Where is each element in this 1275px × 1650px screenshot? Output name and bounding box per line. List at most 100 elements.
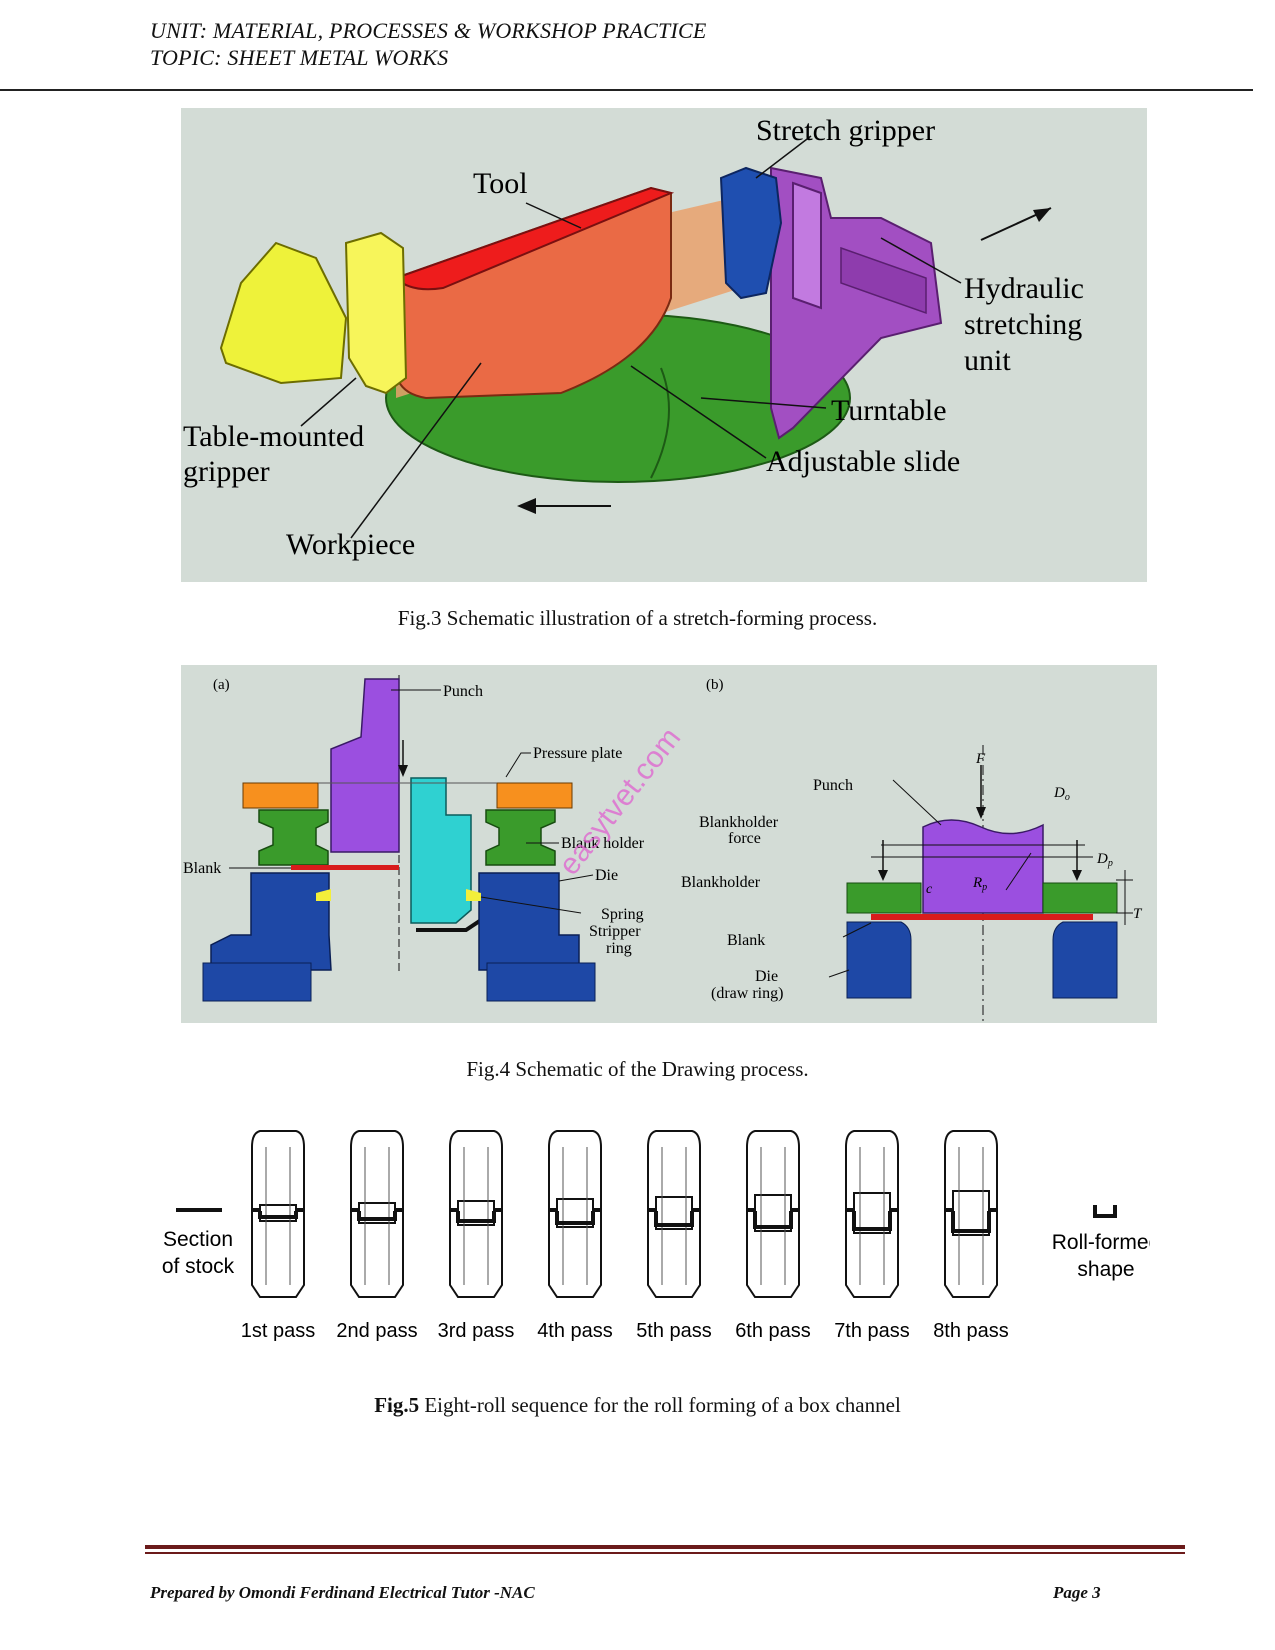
die-b-right bbox=[1052, 921, 1118, 999]
label-stripper: Stripper bbox=[589, 923, 641, 940]
workpiece-leader bbox=[350, 362, 482, 539]
label-blankholder-force-1: Blankholder bbox=[699, 814, 779, 831]
lower-roll-1 bbox=[251, 1210, 305, 1298]
label-Do: Do bbox=[1053, 785, 1070, 803]
stretch-direction-arrowhead bbox=[1033, 208, 1051, 222]
label-workpiece: Workpiece bbox=[286, 528, 415, 561]
label-Rp: Rp bbox=[972, 875, 987, 893]
hydraulic-unit-rail bbox=[840, 246, 927, 315]
fig4-caption: Fig.4 Schematic of the Drawing process. bbox=[466, 1057, 809, 1081]
blank-sheet-a bbox=[291, 865, 399, 870]
upper-roll-8 bbox=[944, 1130, 998, 1210]
pass-label-6: 6th pass bbox=[735, 1320, 811, 1342]
label-punch-b: Punch bbox=[813, 777, 853, 794]
die-b-left bbox=[846, 921, 912, 999]
fig3-caption: Fig.3 Schematic illustration of a stretc… bbox=[397, 606, 878, 630]
blankholder-force-arrowhead-right bbox=[1072, 870, 1082, 881]
stretch-gripper-leader bbox=[755, 135, 812, 179]
die-b-leader bbox=[828, 969, 850, 978]
roll-pass-5: 5th pass bbox=[636, 1130, 712, 1342]
blankholder-force-arrowhead-left bbox=[878, 870, 888, 881]
roll-pass-7: 7th pass bbox=[834, 1130, 910, 1342]
base-right bbox=[486, 962, 596, 1002]
punch-b bbox=[922, 819, 1044, 914]
label-F: F bbox=[975, 751, 986, 767]
strip-profile-6 bbox=[753, 1211, 793, 1229]
table-gripper-jaw bbox=[344, 231, 408, 395]
label-hydraulic-1: Hydraulic bbox=[964, 272, 1084, 305]
strip-profile-1 bbox=[258, 1211, 298, 1219]
hydraulic-leader bbox=[880, 237, 962, 284]
punch-a-left bbox=[330, 678, 400, 853]
header-unit: UNIT: MATERIAL, PROCESSES & WORKSHOP PRA… bbox=[150, 18, 707, 43]
footer-page-number: Page 3 bbox=[1053, 1583, 1101, 1602]
pass-label-4: 4th pass bbox=[537, 1320, 613, 1342]
label-T: T bbox=[1133, 906, 1143, 922]
roll-pass-6: 6th pass bbox=[735, 1130, 811, 1342]
strip-profile-5 bbox=[654, 1211, 694, 1227]
label-die-b-2: (draw ring) bbox=[711, 985, 783, 1002]
label-punch-a: Punch bbox=[443, 683, 483, 700]
blankholder-b-right bbox=[1042, 882, 1118, 914]
blank-sheet-b bbox=[871, 914, 1093, 920]
roll-pass-3: 3rd pass bbox=[438, 1130, 515, 1342]
pass-label-2: 2nd pass bbox=[336, 1320, 417, 1342]
fig5-caption-bold: Fig.5 bbox=[374, 1393, 420, 1417]
rotation-arrowhead bbox=[517, 498, 536, 514]
upper-roll-4 bbox=[548, 1130, 602, 1210]
label-roll-formed: Roll-formed bbox=[1052, 1231, 1150, 1254]
label-tool: Tool bbox=[473, 167, 528, 200]
roll-pass-2: 2nd pass bbox=[336, 1130, 418, 1342]
label-blankholder-force-2: force bbox=[728, 830, 761, 847]
label-hydraulic-2: stretching bbox=[964, 308, 1082, 341]
strip-profile-7 bbox=[852, 1211, 892, 1231]
pass-label-3: 3rd pass bbox=[438, 1320, 515, 1342]
die-right bbox=[478, 872, 580, 971]
pass-label-1: 1st pass bbox=[241, 1320, 315, 1342]
rp-leader bbox=[1005, 852, 1032, 891]
pass-label-8: 8th pass bbox=[933, 1320, 1009, 1342]
stripper-leader bbox=[480, 896, 582, 914]
roll-pass-4: 4th pass bbox=[537, 1130, 613, 1342]
label-panel-a: (a) bbox=[213, 677, 230, 693]
pressure-plate-left bbox=[242, 782, 319, 809]
roll-formed-shape-mark bbox=[1093, 1205, 1117, 1218]
roll-pass-8: 8th pass bbox=[933, 1130, 1009, 1342]
turntable-leader bbox=[700, 397, 827, 409]
label-panel-b: (b) bbox=[706, 677, 724, 693]
label-die-a: Die bbox=[595, 867, 618, 884]
strip-profile-2 bbox=[357, 1211, 397, 1221]
hydraulic-unit-face bbox=[792, 181, 822, 310]
label-blank-a: Blank bbox=[183, 860, 221, 877]
label-Dp: Dp bbox=[1096, 851, 1113, 869]
upper-roll-7 bbox=[845, 1130, 899, 1210]
stripper-ring-right bbox=[466, 889, 481, 901]
label-c: c bbox=[926, 882, 933, 897]
strip-profile-4 bbox=[555, 1211, 595, 1225]
upper-roll-1 bbox=[251, 1130, 305, 1210]
upper-roll-5 bbox=[647, 1130, 701, 1210]
label-blank-holder: Blank holder bbox=[561, 835, 645, 852]
punch-b-leader bbox=[892, 779, 942, 826]
roll-pass-group: 1st pass 2nd pass 3rd pass 4th pass 5th pass… bbox=[241, 1130, 1009, 1342]
lower-roll-3 bbox=[449, 1210, 503, 1298]
punch-motion-arrowhead bbox=[398, 765, 408, 777]
strip-profile-3 bbox=[456, 1211, 496, 1223]
label-stretch-gripper: Stretch gripper bbox=[756, 114, 935, 147]
upper-roll-6 bbox=[746, 1130, 800, 1210]
table-gripper-leader bbox=[300, 377, 357, 427]
label-blankholder-b: Blankholder bbox=[681, 874, 761, 891]
pressure-plate-right bbox=[496, 782, 573, 809]
label-adjustable-slide: Adjustable slide bbox=[766, 445, 960, 478]
fig4-drawing-process-illustration: (a) Punch Pressure plate Blank holder Bl… bbox=[181, 665, 1157, 1023]
strip-profile-8 bbox=[951, 1211, 991, 1233]
stretch-gripper-block bbox=[719, 166, 783, 300]
pass-label-5: 5th pass bbox=[636, 1320, 712, 1342]
label-section: Section bbox=[163, 1228, 233, 1251]
blank-b-leader bbox=[842, 922, 872, 938]
stripper-ring-left bbox=[316, 889, 331, 901]
blank-holder-right bbox=[485, 809, 556, 866]
label-die-b-1: Die bbox=[755, 968, 778, 985]
label-turntable: Turntable bbox=[831, 394, 947, 427]
adjustable-slide-line bbox=[650, 367, 670, 479]
